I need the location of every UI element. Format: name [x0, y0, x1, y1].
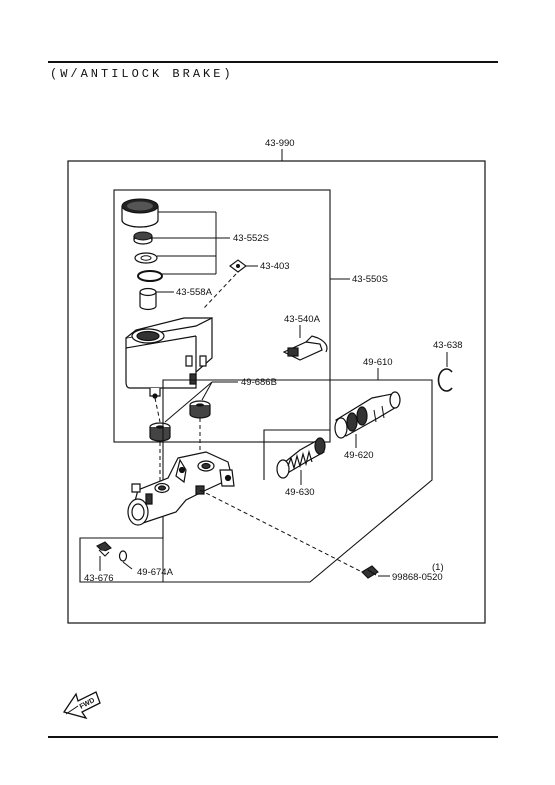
o-ring-49-674a[interactable] — [118, 550, 128, 562]
assembly-outline — [67, 160, 486, 624]
o-ring[interactable] — [137, 270, 163, 282]
stopper-bolt-43-676[interactable] — [96, 541, 112, 557]
label-49-630[interactable]: 49-630 — [285, 487, 315, 498]
label-43-990[interactable]: 43-990 — [265, 138, 295, 149]
reservoir-subassembly-outline — [113, 189, 331, 443]
label-49-686b[interactable]: 49-686B — [241, 377, 277, 388]
label-49-674a[interactable]: 49-674A — [137, 567, 174, 578]
grommet-lower[interactable] — [149, 422, 171, 442]
label-49-620[interactable]: 49-620 — [344, 450, 374, 461]
label-43-638[interactable]: 43-638 — [433, 340, 463, 351]
level-sensor[interactable] — [282, 335, 328, 361]
reservoir-tank[interactable] — [125, 317, 213, 399]
label-43-550s[interactable]: 43-550S — [352, 274, 388, 285]
leader-49-674a — [122, 561, 133, 570]
bushing-43-558a[interactable] — [139, 287, 157, 311]
inner-step-detail — [263, 429, 330, 480]
label-43-552s[interactable]: 43-552S — [233, 233, 269, 244]
dash-43-403 — [203, 273, 237, 309]
snap-ring[interactable] — [437, 368, 453, 392]
dash-reservoir — [154, 397, 161, 423]
label-49-610[interactable]: 49-610 — [363, 357, 393, 368]
label-43-558a[interactable]: 43-558A — [176, 287, 213, 298]
label-43-403[interactable]: 43-403 — [260, 261, 290, 272]
primary-piston-spring[interactable] — [276, 437, 326, 479]
qty-99868-0520: (1) — [432, 562, 444, 573]
diagram-title: (W/ANTILOCK BRAKE) — [50, 67, 234, 81]
screw-43-403[interactable] — [229, 259, 247, 273]
screw-99868-0520[interactable] — [361, 565, 379, 579]
label-43-676[interactable]: 43-676 — [84, 573, 114, 584]
cap-seal[interactable] — [133, 231, 153, 245]
strainer[interactable] — [134, 252, 158, 264]
leader-49-686b — [164, 381, 238, 423]
fwd-arrow-icon: FWD — [62, 691, 101, 720]
dash-screw — [199, 489, 363, 573]
reservoir-cap[interactable] — [121, 198, 159, 228]
grommet-upper[interactable] — [189, 400, 211, 419]
label-99868-0520[interactable]: 99868-0520 — [392, 572, 443, 583]
leader-43-552s — [152, 211, 230, 275]
master-cylinder-body[interactable] — [127, 451, 235, 526]
small-parts-outline — [80, 537, 164, 582]
secondary-piston[interactable] — [334, 391, 401, 439]
label-43-540a[interactable]: 43-540A — [284, 314, 321, 325]
